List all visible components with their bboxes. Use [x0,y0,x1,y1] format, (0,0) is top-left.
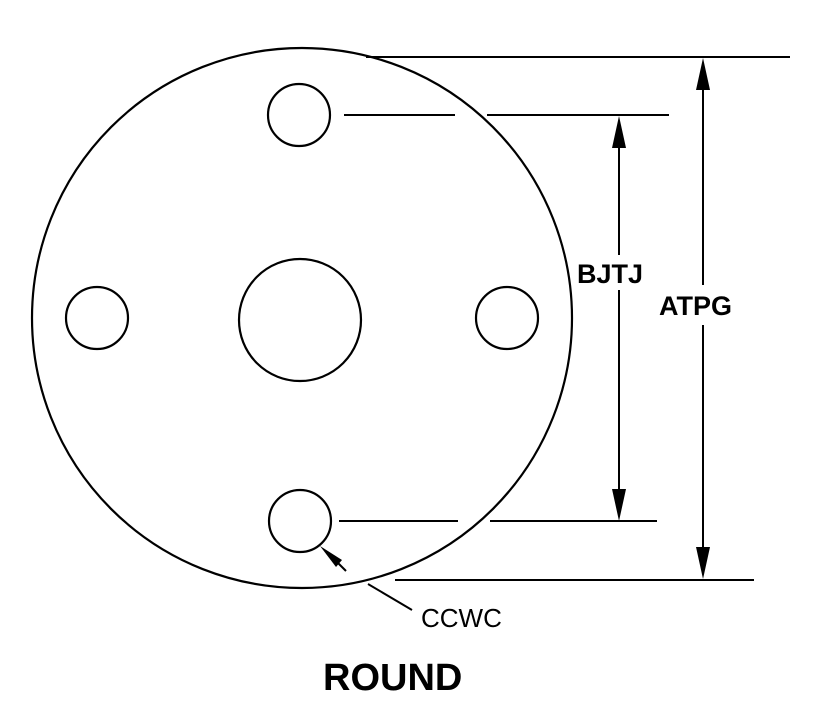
arrowhead-outer-top [696,58,710,90]
label-shape-title: ROUND [323,657,462,699]
label-hole-callout: CCWC [421,603,502,633]
bolt-hole-left [64,285,130,351]
bolt-hole-bottom [267,488,333,554]
center-hole [237,257,363,383]
outer-disc [30,46,574,590]
label-inner-dimension: BJTJ [577,259,643,289]
leader-line-hole [367,583,413,611]
arrowhead-hole-callout [320,546,342,567]
arrowhead-outer-bottom [696,547,710,579]
label-outer-dimension: ATPG [659,291,732,321]
arrowhead-inner-bottom [612,489,626,521]
bolt-hole-right [474,285,540,351]
bolt-hole-top [266,82,332,148]
arrowhead-inner-top [612,116,626,148]
